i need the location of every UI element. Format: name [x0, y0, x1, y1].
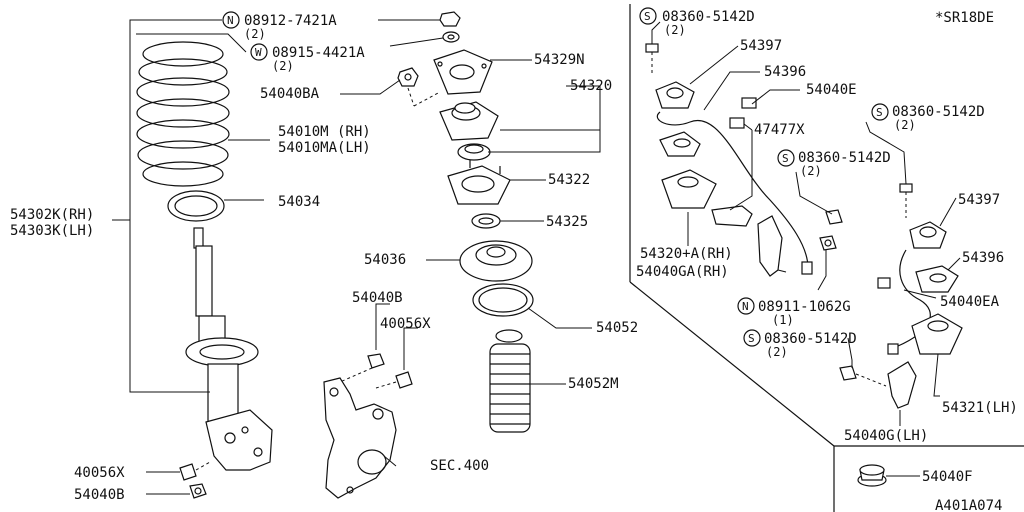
- label-54396-a: 54396: [764, 64, 806, 80]
- nut-icon: [397, 67, 419, 87]
- figure-id: A401A074: [935, 498, 1002, 512]
- boot-icon: [489, 329, 531, 433]
- label-54010m: 54010M (RH): [278, 124, 371, 140]
- washer-icon: [471, 213, 501, 229]
- washer-icon: [442, 31, 460, 43]
- label-08912-7421a-qty: (2): [244, 27, 266, 41]
- knuckle-icon: [323, 377, 397, 499]
- region-dividers: [629, 4, 1024, 512]
- mount-icon: [911, 313, 963, 355]
- mount-icon: [915, 265, 959, 293]
- bolt-icon: [645, 43, 659, 76]
- label-08360-5142d-b: 08360-5142D: [798, 150, 891, 166]
- label-08360-5142d-a-qty: (2): [664, 23, 686, 37]
- label-08360-5142d-c: 08360-5142D: [892, 104, 985, 120]
- label-sec400: SEC.400: [430, 458, 489, 474]
- mount-icon: [447, 160, 511, 205]
- label-54040f: 54040F: [922, 469, 973, 485]
- label-08915-4421a: 08915-4421A: [272, 45, 365, 61]
- bracket-icon: [887, 361, 917, 409]
- nut-symbol: N: [742, 300, 749, 313]
- label-08360-5142d-d-qty: (2): [766, 345, 788, 359]
- mount-icon: [655, 81, 695, 109]
- label-54040ga: 54040GA(RH): [636, 264, 729, 280]
- label-54036: 54036: [364, 252, 406, 268]
- bolt-icon: [899, 183, 913, 218]
- label-54320a: 54320+A(RH): [640, 246, 733, 262]
- label-54040b-bottom: 54040B: [74, 487, 125, 503]
- label-54397-a: 54397: [740, 38, 782, 54]
- label-54396-b: 54396: [962, 250, 1004, 266]
- label-08911-1062g: 08911-1062G: [758, 299, 851, 315]
- bolt-icon: [839, 365, 887, 387]
- nut-icon: [189, 483, 207, 499]
- label-54040ea: 54040EA: [940, 294, 1000, 310]
- label-08360-5142d-a: 08360-5142D: [662, 9, 755, 25]
- label-54052: 54052: [596, 320, 638, 336]
- bolt-icon: [825, 209, 843, 225]
- label-54040ba: 54040BA: [260, 86, 320, 102]
- nut-icon: [367, 353, 385, 369]
- label-08912-7421a: 08912-7421A: [244, 13, 337, 29]
- label-08360-5142d-c-qty: (2): [894, 118, 916, 132]
- label-54010ma: 54010MA(LH): [278, 140, 371, 156]
- mount-icon: [433, 49, 493, 95]
- label-54320: 54320: [570, 78, 612, 94]
- label-54302k: 54302K(RH): [10, 207, 94, 223]
- label-54040g: 54040G(LH): [844, 428, 928, 444]
- screw-symbol: S: [644, 10, 651, 23]
- label-54321: 54321(LH): [942, 400, 1018, 416]
- spring-seat-icon: [167, 190, 225, 222]
- nut-icon: [439, 11, 461, 27]
- label-08360-5142d-b-qty: (2): [800, 164, 822, 178]
- washer-symbol: W: [255, 46, 262, 59]
- label-54303k: 54303K(LH): [10, 223, 94, 239]
- mount-icon: [439, 101, 499, 141]
- sensor-icon: [656, 97, 813, 275]
- label-40056x-top: 40056X: [380, 316, 431, 332]
- label-54034: 54034: [278, 194, 320, 210]
- coil-spring-icon: [136, 41, 230, 187]
- plug-icon: [857, 464, 887, 487]
- leader-lines: [130, 19, 961, 495]
- rubber-seat-icon: [459, 240, 533, 282]
- strut-icon: [185, 227, 273, 471]
- label-08360-5142d-d: 08360-5142D: [764, 331, 857, 347]
- label-54040e: 54040E: [806, 82, 857, 98]
- label-54397-b: 54397: [958, 192, 1000, 208]
- label-54052m: 54052M: [568, 376, 619, 392]
- nut-symbol: N: [227, 14, 234, 27]
- symbol-circles: N W S S S N S: [222, 7, 889, 347]
- label-08915-4421a-qty: (2): [272, 59, 294, 73]
- label-54325: 54325: [546, 214, 588, 230]
- mount-icon: [659, 131, 701, 157]
- label-54322: 54322: [548, 172, 590, 188]
- engine-code: *SR18DE: [935, 10, 994, 26]
- label-54329n: 54329N: [534, 52, 585, 68]
- label-47477x: 47477X: [754, 122, 805, 138]
- bolt-icon: [375, 371, 413, 389]
- screw-symbol: S: [748, 332, 755, 345]
- label-08911-1062g-qty: (1): [772, 313, 794, 327]
- screw-symbol: S: [876, 106, 883, 119]
- mount-icon: [909, 221, 947, 249]
- label-54040b-top: 54040B: [352, 290, 403, 306]
- screw-symbol: S: [782, 152, 789, 165]
- bracket-icon: [711, 205, 783, 277]
- part-labels: 08912-7421A (2) 08915-4421A (2) 54040BA …: [10, 9, 1018, 503]
- nut-icon: [819, 235, 837, 251]
- mount-icon: [661, 169, 717, 209]
- bump-ring-icon: [472, 283, 534, 317]
- bearing-icon: [457, 143, 491, 161]
- bolt-icon: [179, 461, 211, 481]
- label-40056x-bottom: 40056X: [74, 465, 125, 481]
